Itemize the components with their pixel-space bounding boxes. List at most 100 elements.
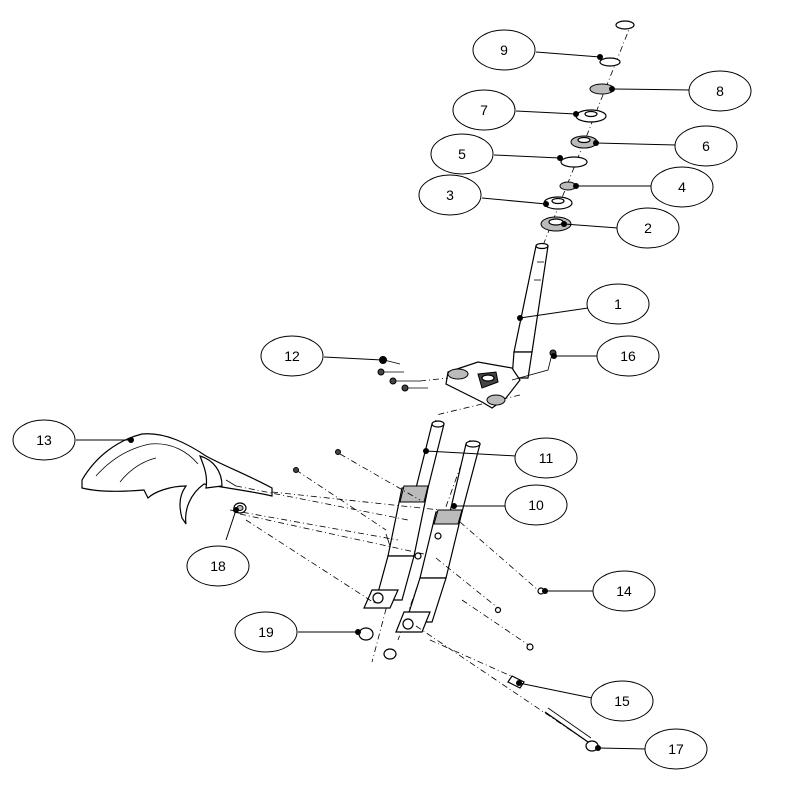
callout-bubble bbox=[592, 570, 656, 612]
callout-number: 2 bbox=[644, 220, 652, 236]
callout-number: 14 bbox=[616, 583, 632, 599]
callout-bubble bbox=[430, 133, 494, 175]
callout-bubble bbox=[234, 611, 298, 653]
callout-bubble bbox=[586, 283, 650, 325]
callout-14: 14 bbox=[542, 570, 656, 612]
fork-left bbox=[363, 420, 445, 609]
callout-number: 18 bbox=[210, 558, 226, 574]
callout-number: 13 bbox=[36, 432, 52, 448]
callout-13: 13 bbox=[12, 419, 134, 461]
callout-bubble bbox=[452, 89, 516, 131]
callout-number: 8 bbox=[716, 83, 724, 99]
callout-number: 10 bbox=[528, 497, 544, 513]
callout-leader-line bbox=[515, 110, 577, 115]
callout-leader-line bbox=[519, 307, 589, 319]
callout-8: 8 bbox=[609, 70, 752, 112]
callout-bubble bbox=[590, 680, 654, 722]
callout-5: 5 bbox=[430, 133, 563, 175]
callout-number: 12 bbox=[284, 348, 300, 364]
callout-4: 4 bbox=[573, 166, 714, 208]
callout-leader-line bbox=[597, 747, 647, 750]
callout-number: 16 bbox=[620, 348, 636, 364]
callout-15: 15 bbox=[516, 680, 654, 722]
callout-leader-line bbox=[535, 51, 601, 58]
steering-stem bbox=[511, 242, 549, 379]
callout-leader-dot bbox=[451, 503, 457, 509]
clamp-bolts bbox=[377, 356, 449, 392]
callout-6: 6 bbox=[593, 125, 738, 167]
callout-leader-dot bbox=[609, 86, 615, 92]
wheel-spacers bbox=[358, 627, 397, 660]
callout-leader-line bbox=[563, 223, 619, 229]
callout-3: 3 bbox=[418, 174, 549, 216]
callout-leader-dot bbox=[573, 183, 579, 189]
callout-12: 12 bbox=[260, 335, 386, 377]
callout-leader-dot bbox=[542, 588, 548, 594]
callout-bubble bbox=[650, 166, 714, 208]
callout-17: 17 bbox=[595, 728, 708, 770]
front-axle bbox=[507, 675, 599, 752]
callout-bubble bbox=[596, 335, 660, 377]
callout-bubble bbox=[514, 437, 578, 479]
callout-bubble bbox=[616, 207, 680, 249]
callout-number: 9 bbox=[500, 42, 508, 58]
callout-1: 1 bbox=[517, 283, 650, 325]
callout-leader-dot bbox=[355, 629, 361, 635]
callout-16: 16 bbox=[551, 335, 660, 377]
callout-number: 7 bbox=[480, 102, 488, 118]
callout-number: 15 bbox=[614, 693, 630, 709]
callout-bubble bbox=[504, 484, 568, 526]
callout-leader-dot bbox=[517, 315, 523, 321]
callout-leader-line bbox=[611, 88, 691, 91]
callout-leader-dot bbox=[128, 437, 134, 443]
callout-leader-line bbox=[595, 142, 677, 146]
callout-leader-dot bbox=[573, 111, 579, 117]
callout-number: 11 bbox=[539, 450, 554, 466]
callout-7: 7 bbox=[452, 89, 579, 131]
callout-bubble bbox=[260, 335, 324, 377]
callout-number: 5 bbox=[458, 146, 466, 162]
callout-leader-dot bbox=[543, 201, 549, 207]
callout-number: 1 bbox=[614, 296, 622, 312]
fork-right bbox=[395, 440, 481, 633]
callout-leader-dot bbox=[557, 155, 563, 161]
bearing-stack bbox=[540, 20, 635, 232]
callout-number: 4 bbox=[678, 179, 686, 195]
callout-9: 9 bbox=[472, 29, 603, 71]
callout-number: 19 bbox=[258, 624, 274, 640]
callout-number: 17 bbox=[668, 741, 684, 757]
callout-leader-dot bbox=[380, 357, 386, 363]
callout-2: 2 bbox=[561, 207, 680, 249]
lower-triple-clamp bbox=[445, 361, 521, 409]
callout-leader-dot bbox=[593, 140, 599, 146]
callout-leader-line bbox=[493, 154, 561, 159]
callout-leader-line bbox=[518, 682, 593, 699]
callout-bubble bbox=[12, 419, 76, 461]
callout-leader-dot bbox=[595, 745, 601, 751]
callout-leader-line bbox=[225, 509, 237, 541]
small-screws bbox=[293, 449, 545, 651]
callout-11: 11 bbox=[423, 437, 578, 479]
callout-leader-dot bbox=[423, 448, 429, 454]
callout-leader-dot bbox=[516, 680, 522, 686]
callout-leader-line bbox=[425, 450, 517, 457]
callout-bubble bbox=[418, 174, 482, 216]
callout-leader-dot bbox=[551, 353, 557, 359]
callout-leader-line bbox=[481, 197, 547, 205]
callout-19: 19 bbox=[234, 611, 361, 653]
callout-bubble bbox=[472, 29, 536, 71]
callout-leader-dot bbox=[561, 221, 567, 227]
callout-bubble bbox=[186, 545, 250, 587]
callout-bubble bbox=[688, 70, 752, 112]
callout-leader-dot bbox=[233, 507, 239, 513]
front-fender bbox=[81, 433, 273, 525]
callout-leader-line bbox=[323, 356, 384, 361]
callout-number: 6 bbox=[702, 138, 710, 154]
callout-18: 18 bbox=[186, 507, 250, 587]
callout-10: 10 bbox=[451, 484, 568, 526]
callout-leader-dot bbox=[597, 54, 603, 60]
callout-bubble bbox=[674, 125, 738, 167]
